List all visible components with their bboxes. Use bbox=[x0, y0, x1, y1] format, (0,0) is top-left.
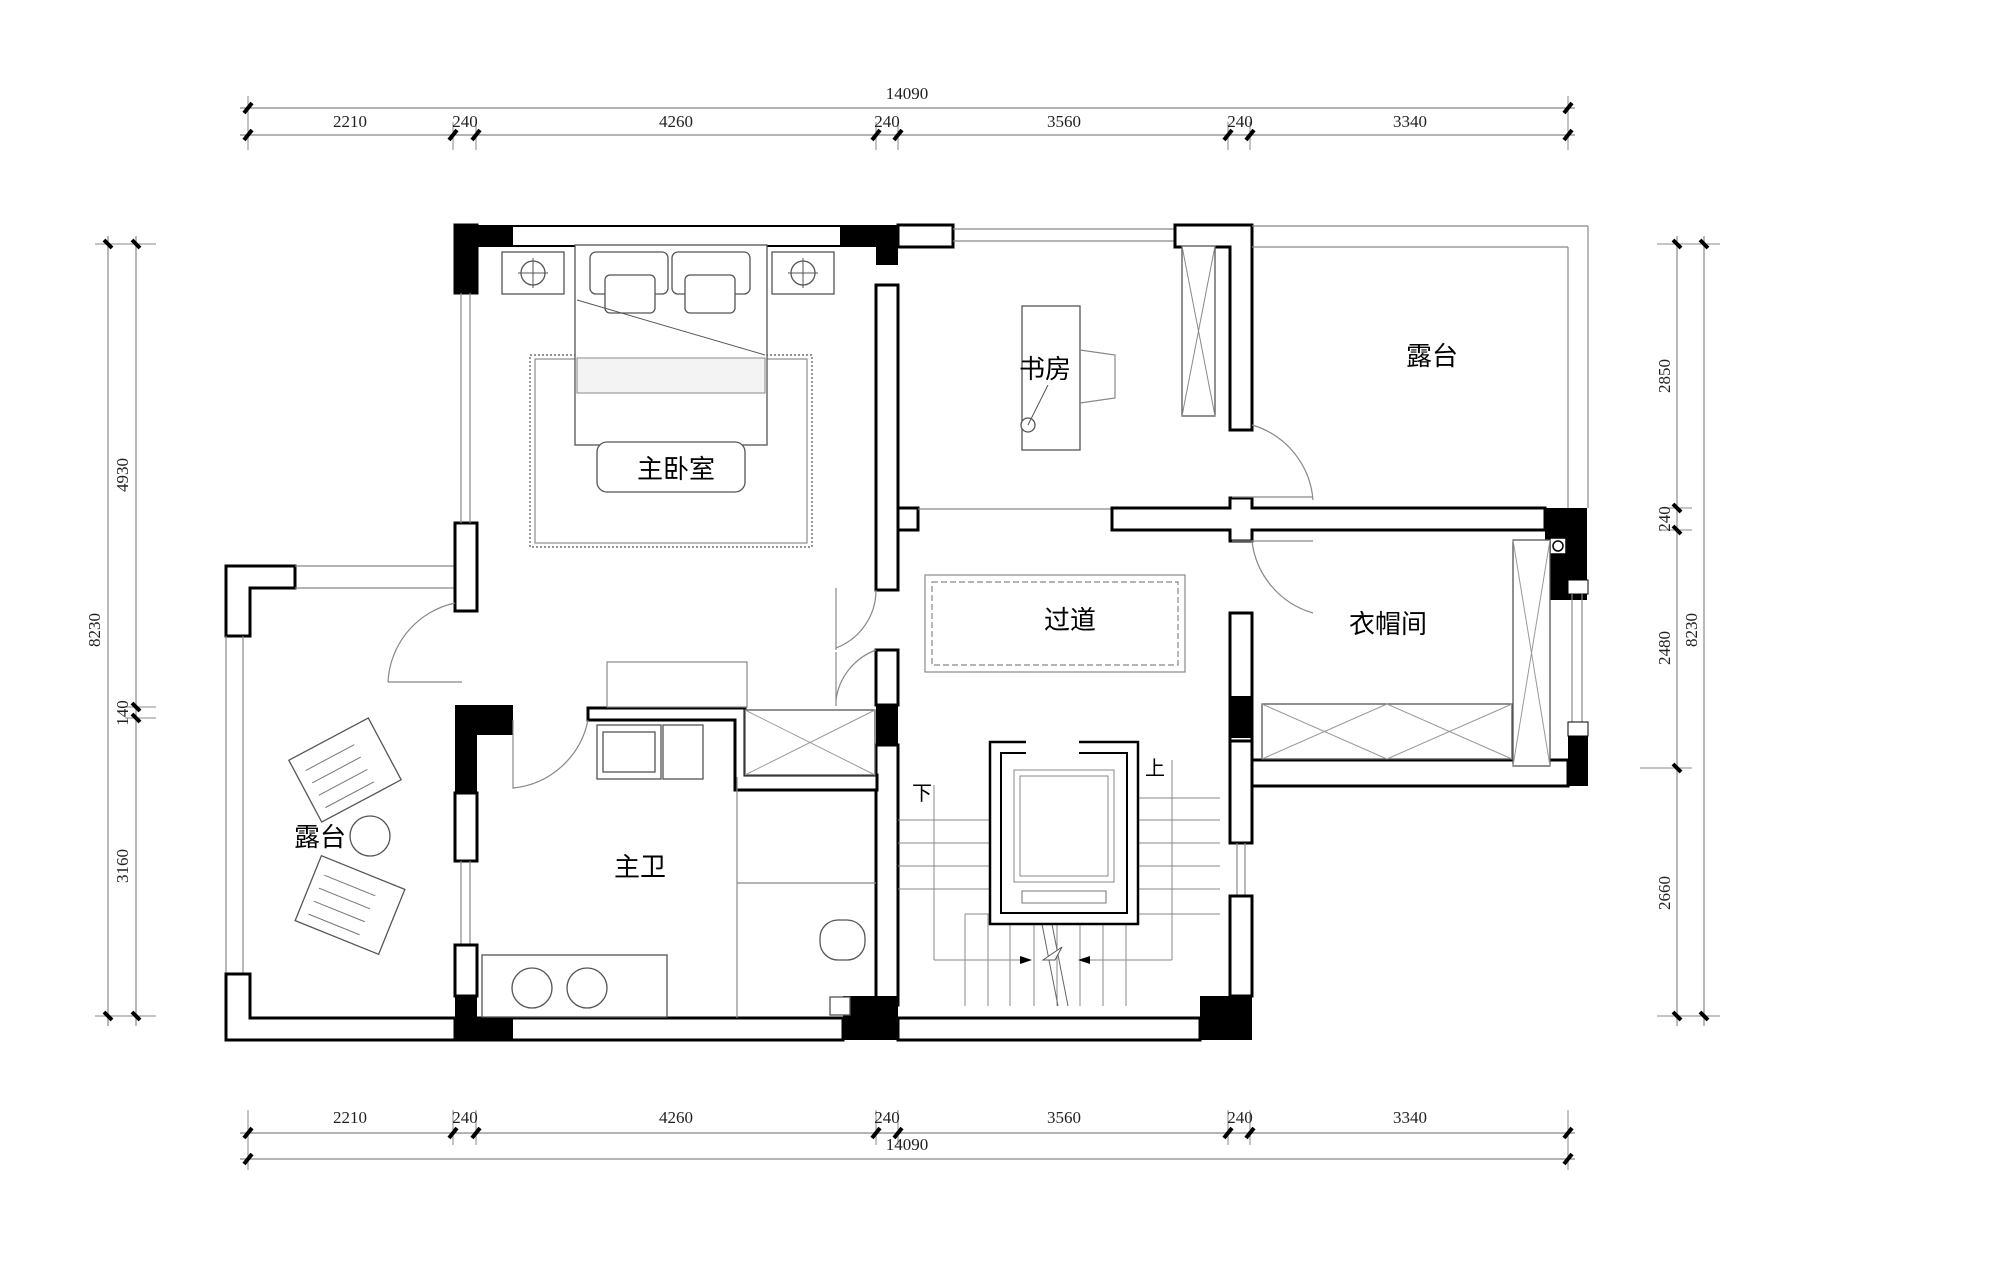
top-dimensions: 14090 2210 240 4260 240 3560 240 3340 bbox=[240, 84, 1575, 150]
doors bbox=[387, 424, 1314, 789]
room-label-terrace-ne: 露台 bbox=[1406, 342, 1458, 372]
bottom-total-dim: 14090 bbox=[886, 1135, 929, 1154]
dim-label: 240 bbox=[874, 1108, 900, 1127]
room-label-corridor: 过道 bbox=[1044, 606, 1096, 636]
dim-label: 2850 bbox=[1655, 359, 1674, 393]
dim-label: 2210 bbox=[333, 112, 367, 131]
dim-label: 3340 bbox=[1393, 1108, 1427, 1127]
room-label-cloakroom: 衣帽间 bbox=[1349, 610, 1427, 640]
right-total-dim: 8230 bbox=[1682, 613, 1701, 647]
right-dimensions: 2850 240 2480 2660 8230 bbox=[1640, 236, 1720, 1026]
left-total-dim: 8230 bbox=[85, 613, 104, 647]
bottom-dimensions: 2210 240 4260 240 3560 240 3340 14090 bbox=[240, 1108, 1575, 1170]
stair-down-label: 下 bbox=[912, 781, 932, 805]
master-bath-fixtures: 主卫 bbox=[481, 709, 876, 1018]
dim-label: 2660 bbox=[1655, 876, 1674, 910]
dim-label: 240 bbox=[1227, 1108, 1253, 1127]
top-total-dim: 14090 bbox=[886, 84, 929, 103]
corridor: 过道 bbox=[924, 574, 1186, 673]
cloakroom-furniture: 衣帽间 bbox=[1261, 539, 1551, 767]
room-label-study: 书房 bbox=[1019, 355, 1071, 385]
dim-label: 240 bbox=[1227, 112, 1253, 131]
stair-up-label: 上 bbox=[1145, 756, 1165, 780]
elevator bbox=[988, 740, 1140, 926]
dim-label: 4260 bbox=[659, 1108, 693, 1127]
dim-label: 3560 bbox=[1047, 1108, 1081, 1127]
room-label-terrace-w: 露台 bbox=[294, 823, 346, 853]
stairs: 下 上 bbox=[898, 756, 1220, 1007]
room-label-master-bedroom: 主卧室 bbox=[637, 455, 715, 485]
dim-label: 3160 bbox=[113, 849, 132, 883]
dim-label: 240 bbox=[452, 112, 478, 131]
dim-label: 140 bbox=[113, 700, 132, 726]
dim-label: 2210 bbox=[333, 1108, 367, 1127]
dim-label: 3560 bbox=[1047, 112, 1081, 131]
study-furniture: 书房 bbox=[1019, 245, 1216, 451]
dim-label: 240 bbox=[452, 1108, 478, 1127]
dim-label: 4930 bbox=[113, 458, 132, 492]
west-terrace-furniture: 露台 bbox=[287, 717, 406, 956]
walls bbox=[224, 223, 1589, 1042]
left-dimensions: 8230 4930 140 3160 bbox=[85, 236, 156, 1026]
dim-label: 2480 bbox=[1655, 631, 1674, 665]
dim-label: 3340 bbox=[1393, 112, 1427, 131]
dim-label: 4260 bbox=[659, 112, 693, 131]
master-bedroom-furniture: 主卧室 bbox=[501, 244, 835, 708]
dim-label: 240 bbox=[1655, 506, 1674, 532]
dim-label: 240 bbox=[874, 112, 900, 131]
room-label-master-bath: 主卫 bbox=[614, 853, 666, 883]
